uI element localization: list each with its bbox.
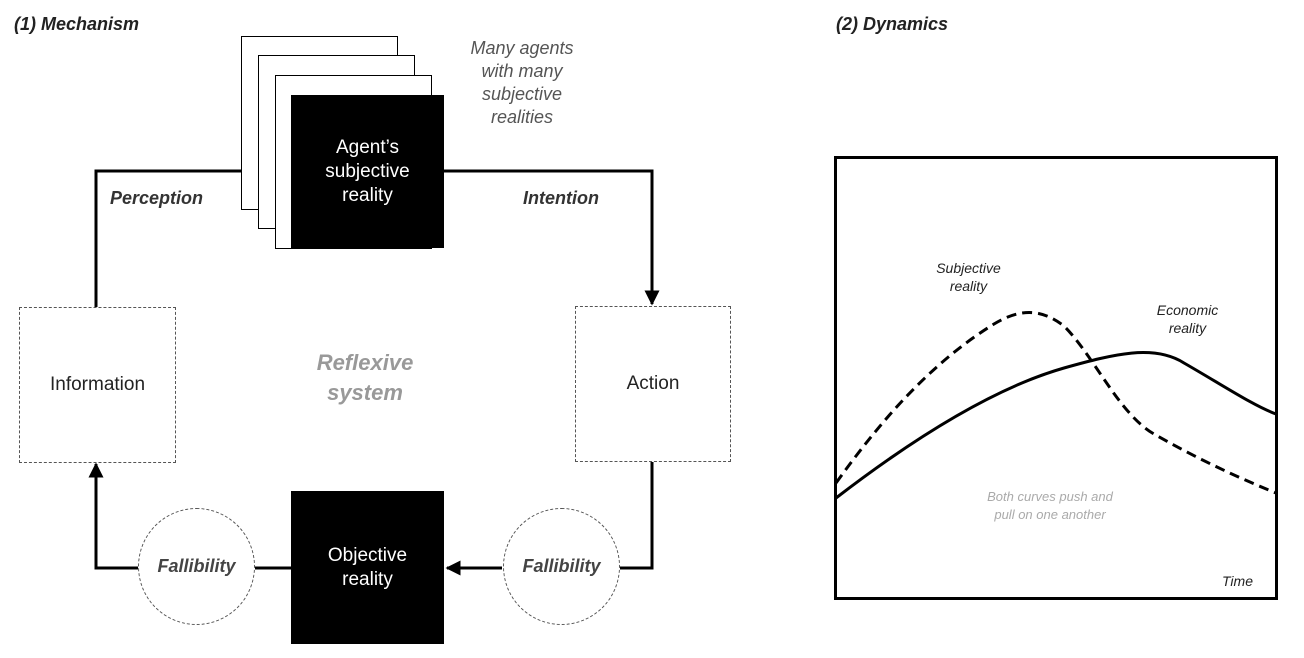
agent-box-line: reality <box>342 184 393 206</box>
many-agents-note: Many agents with many subjective realiti… <box>442 37 602 129</box>
note-line: subjective <box>481 84 563 104</box>
center-line: Reflexive <box>316 350 414 375</box>
fallibility-right-label: Fallibility <box>522 556 601 576</box>
agent-box-line: Agent’s <box>335 136 400 158</box>
information-label: Information <box>49 374 146 395</box>
action-to-fallibility-line <box>620 461 654 570</box>
agent-box-line: subjective <box>325 160 410 182</box>
intention-label: Intention <box>523 188 599 208</box>
intention-arrow <box>444 169 660 306</box>
chart-frame <box>834 156 1278 600</box>
fallibility-to-information-arrow <box>88 462 138 570</box>
mechanism-title: (1) Mechanism <box>14 14 140 34</box>
agent-subjective-reality-box: Agent’s subjective reality <box>291 95 444 248</box>
push-pull-note: Both curves push and pull on one another <box>950 488 1150 524</box>
action-label: Action <box>626 373 680 394</box>
mechanism-connectors <box>88 163 660 576</box>
action-box: Action <box>575 306 731 462</box>
chart-label-line: reality <box>949 278 988 294</box>
perception-label: Perception <box>110 188 204 208</box>
note-line: realities <box>490 107 554 127</box>
chart-note-line: pull on one another <box>994 507 1106 522</box>
information-box: Information <box>19 307 176 463</box>
center-line: system <box>327 380 403 405</box>
chart-label-line: reality <box>1168 320 1207 336</box>
perception-arrow <box>94 163 290 307</box>
time-axis-label: Time <box>1222 573 1253 589</box>
subjective-reality-label: Subjective reality <box>921 259 1016 295</box>
economic-reality-label: Economic reality <box>1140 301 1235 337</box>
note-line: with many <box>481 61 563 81</box>
fallibility-left-label: Fallibility <box>157 556 236 576</box>
objective-box-line: reality <box>342 568 393 590</box>
chart-label-line: Economic <box>1156 302 1219 318</box>
chart-note-line: Both curves push and <box>987 489 1113 504</box>
reflexive-system-label: Reflexive system <box>280 348 450 408</box>
fallibility-circle-right: Fallibility <box>503 508 620 625</box>
chart-label-line: Subjective <box>936 260 1001 276</box>
objective-reality-box: Objective reality <box>291 491 444 644</box>
dynamics-chart <box>834 156 1278 600</box>
fallibility-circle-left: Fallibility <box>138 508 255 625</box>
dynamics-title: (2) Dynamics <box>836 14 949 34</box>
economic-reality-curve <box>835 351 1277 500</box>
note-line: Many agents <box>470 38 574 58</box>
objective-box-line: Objective <box>327 544 408 566</box>
